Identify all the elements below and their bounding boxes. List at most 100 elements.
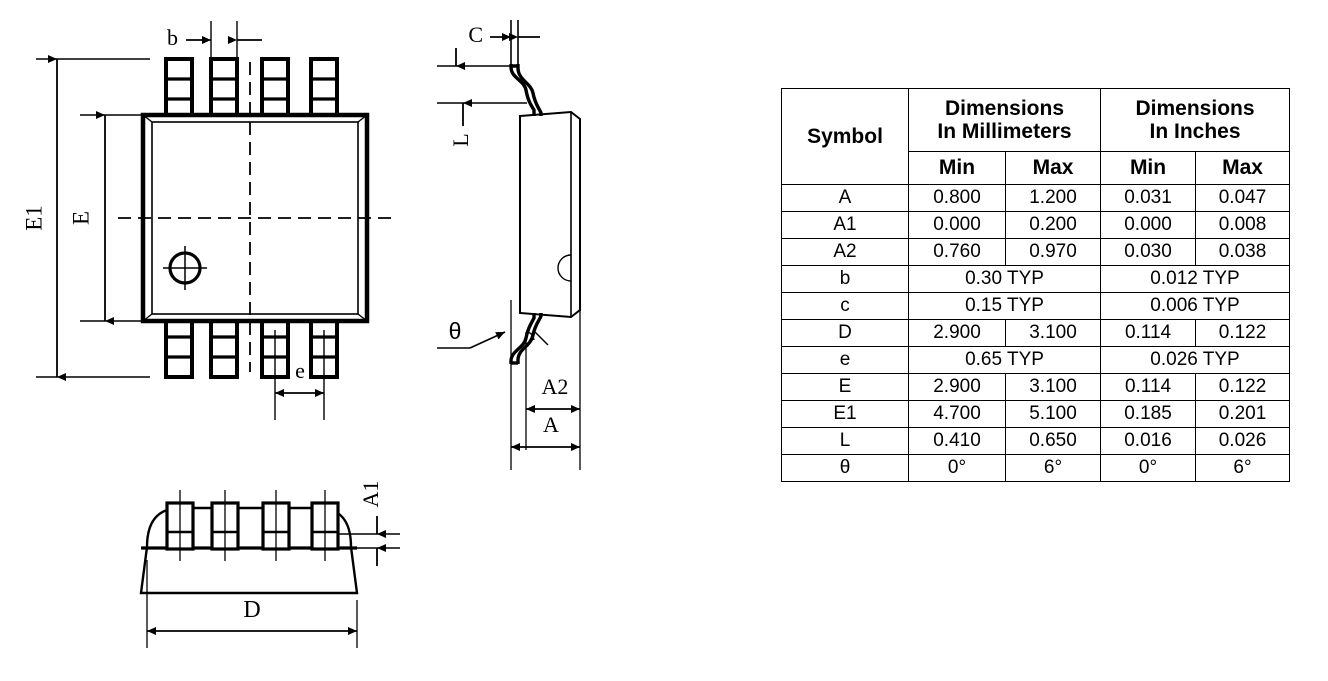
header-mm-line2: In Millimeters	[937, 120, 1072, 143]
dimension-label-theta: θ	[449, 318, 462, 344]
cell-mm-typ: 0.65 TYP	[907, 346, 1102, 374]
cell-mm-max: 1.200	[1004, 184, 1102, 212]
lead-side-upper	[509, 20, 543, 116]
cell-symbol: D	[781, 319, 909, 347]
dimension-label-A1: A1	[358, 481, 383, 508]
cell-mm-max: 0.970	[1004, 238, 1102, 266]
dimension-A2: A2	[526, 374, 580, 413]
cell-in-min: 0.185	[1100, 400, 1197, 428]
dimension-label-C: C	[468, 22, 483, 47]
dimensions-table-container: Symbol Dimensions In Millimeters Dimensi…	[781, 88, 1291, 482]
cell-symbol: A2	[781, 238, 909, 266]
dimension-theta: θ	[437, 318, 549, 349]
dimension-E1: E1	[21, 55, 150, 381]
dimension-label-E1: E1	[21, 205, 46, 231]
cell-mm-max: 6°	[1004, 454, 1102, 482]
header-in-min: Min	[1100, 151, 1197, 185]
lead-end-4	[310, 490, 340, 561]
package-dimensions-table: Symbol Dimensions In Millimeters Dimensi…	[781, 88, 1291, 482]
header-dimensions-in: Dimensions In Inches	[1100, 88, 1291, 152]
cell-in-typ: 0.012 TYP	[1100, 265, 1291, 293]
package-drawing-area: E1 E b e	[21, 20, 581, 648]
header-mm-line1: Dimensions	[944, 96, 1065, 120]
package-outline-svg: E1 E b e	[21, 20, 581, 648]
dimension-label-e: e	[295, 358, 305, 383]
dimension-E: E	[68, 111, 150, 325]
cell-symbol: A1	[781, 211, 909, 239]
cell-mm-max: 3.100	[1004, 373, 1102, 401]
package-body-top	[140, 112, 370, 324]
lead-top-2	[209, 57, 239, 121]
cell-in-min: 0.000	[1100, 211, 1197, 239]
cell-in-max: 0.026	[1195, 427, 1291, 455]
lead-top-4	[309, 57, 339, 121]
dimension-label-A2: A2	[542, 374, 569, 399]
cell-symbol: e	[781, 346, 909, 374]
table-header-row-minmax: Min Max Min Max	[782, 151, 1291, 185]
cell-in-max: 0.008	[1195, 211, 1291, 239]
cell-in-min: 0.016	[1100, 427, 1197, 455]
cell-mm-max: 0.200	[1004, 211, 1102, 239]
dimension-label-E: E	[68, 211, 93, 225]
lead-end-1	[165, 490, 195, 561]
header-in-line1: Dimensions	[1135, 96, 1255, 120]
header-symbol: Symbol	[781, 88, 909, 185]
dimension-label-D: D	[243, 597, 260, 623]
cell-in-max: 6°	[1195, 454, 1291, 482]
cell-in-typ: 0.026 TYP	[1100, 346, 1291, 374]
cell-symbol: E1	[781, 400, 909, 428]
table-header: Symbol Dimensions In Millimeters Dimensi…	[781, 88, 1291, 185]
cell-mm-max: 5.100	[1004, 400, 1102, 428]
cell-in-max: 0.201	[1195, 400, 1291, 428]
cell-mm-min: 4.700	[908, 400, 1006, 428]
lead-top-1	[164, 57, 194, 121]
cell-mm-min: 0.000	[908, 211, 1006, 239]
package-body-side	[519, 110, 581, 319]
cell-in-min: 0.030	[1100, 238, 1197, 266]
header-in-max: Max	[1195, 151, 1291, 185]
cell-in-min: 0.114	[1100, 373, 1197, 401]
dimension-label-L: L	[448, 133, 473, 146]
cell-symbol: θ	[781, 454, 909, 482]
table-header-row-groups: Symbol Dimensions In Millimeters Dimensi…	[781, 88, 1291, 185]
lead-end-2	[210, 490, 240, 561]
lead-top-3	[260, 57, 290, 121]
top-view-group: E1 E b e	[21, 21, 392, 420]
cell-mm-max: 3.100	[1004, 319, 1102, 347]
pin-one-marker	[163, 246, 207, 290]
dimension-label-b: b	[167, 25, 178, 50]
header-mm-max: Max	[1004, 151, 1102, 185]
cell-symbol: c	[781, 292, 909, 320]
dimension-label-A: A	[543, 412, 559, 437]
cell-symbol: A	[781, 184, 909, 212]
cell-in-max: 0.047	[1195, 184, 1291, 212]
cell-in-max: 0.122	[1195, 319, 1291, 347]
dimension-A1: A1	[338, 481, 400, 566]
cell-mm-typ: 0.30 TYP	[907, 265, 1102, 293]
header-in-line2: In Inches	[1149, 120, 1241, 143]
end-view-leads	[165, 490, 340, 561]
dimension-D: D	[146, 560, 358, 648]
cell-mm-min: 2.900	[908, 373, 1006, 401]
cell-in-typ: 0.006 TYP	[1100, 292, 1291, 320]
cell-in-max: 0.038	[1195, 238, 1291, 266]
cell-symbol: E	[781, 373, 909, 401]
cell-symbol: L	[781, 427, 909, 455]
cell-mm-min: 0°	[908, 454, 1006, 482]
lead-bottom-2	[209, 315, 239, 379]
cell-mm-max: 0.650	[1004, 427, 1102, 455]
dimension-b: b	[167, 21, 262, 62]
cell-mm-min: 0.760	[908, 238, 1006, 266]
cell-in-min: 0.031	[1100, 184, 1197, 212]
